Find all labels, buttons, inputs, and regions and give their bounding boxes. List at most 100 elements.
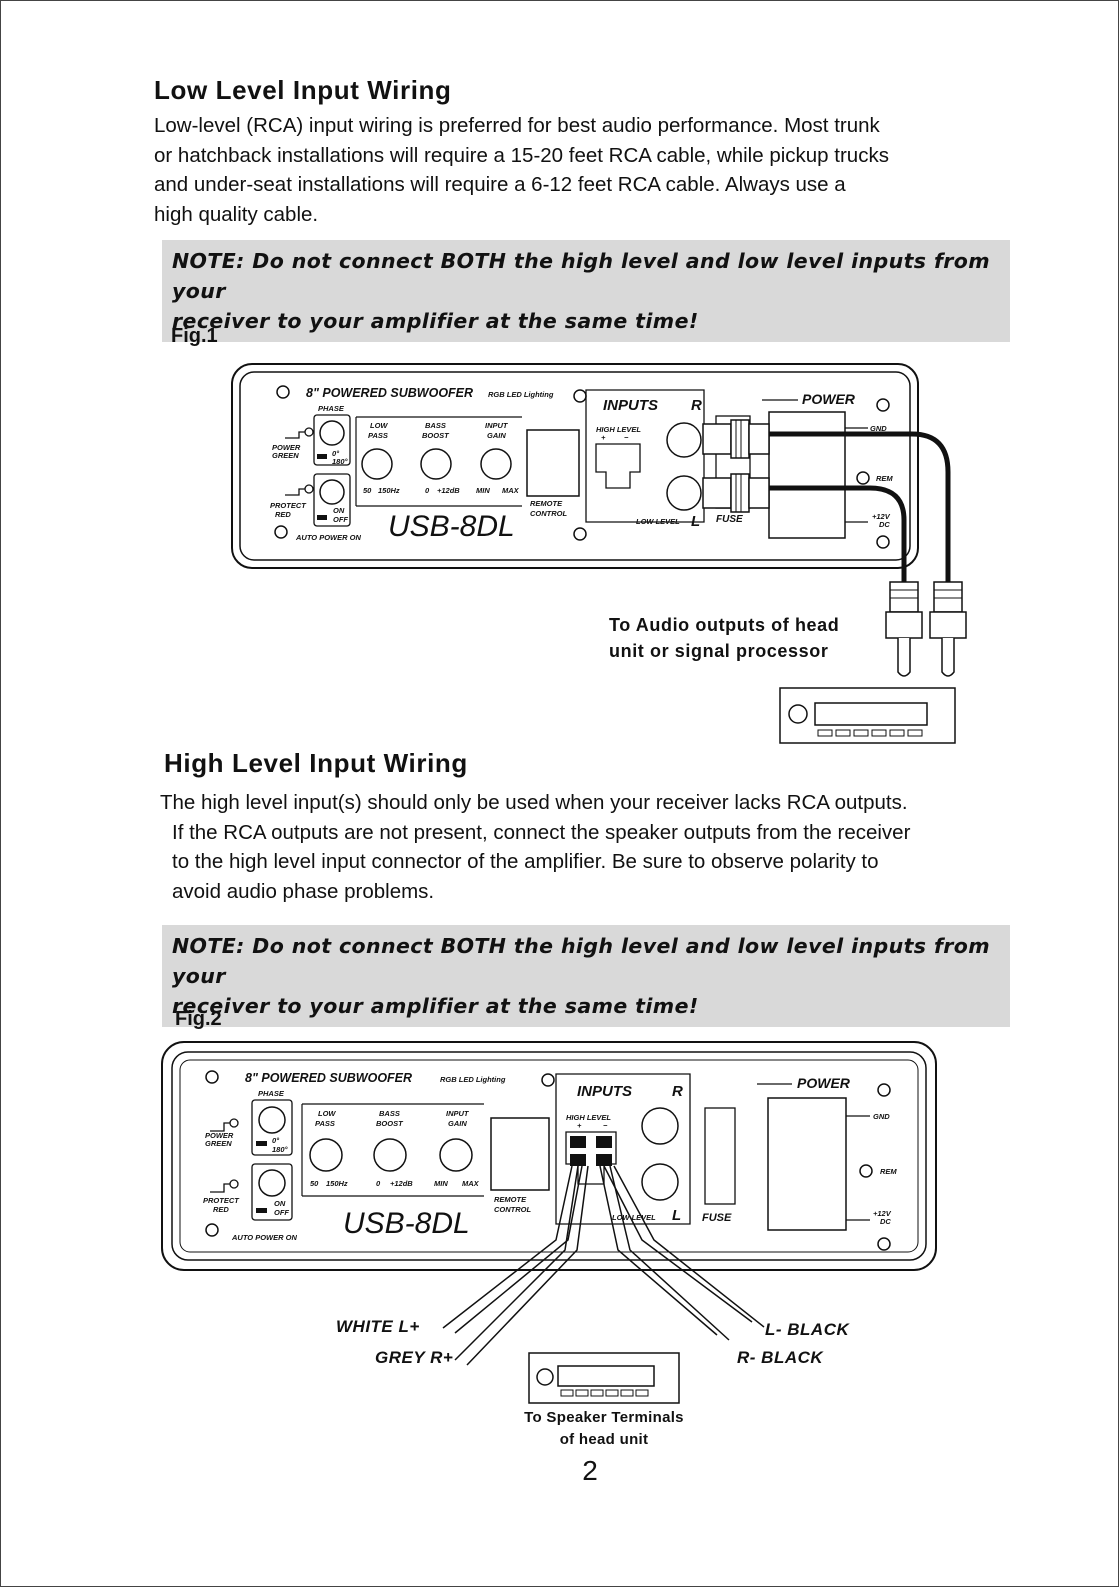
svg-text:HIGH LEVEL: HIGH LEVEL [566,1113,611,1122]
low-level-paragraph: Low-level (RCA) input wiring is preferre… [154,111,1054,229]
screw-hole-icon [274,525,288,539]
fig2-caption-line: To Speaker Terminals [524,1409,684,1426]
fig2-high-level-wiring-diagram: 8" POWERED SUBWOOFER RGB LED Lighting PH… [161,1041,937,1448]
rca-jack-left-icon [641,1163,679,1201]
remote-port-icon [526,429,580,497]
svg-text:0°: 0° [332,449,340,458]
svg-text:RED: RED [275,510,291,519]
section-title-high-level: High Level Input Wiring [164,748,468,778]
fuse-icon [704,1107,736,1205]
svg-text:GAIN: GAIN [487,431,506,440]
high-level-paragraph: The high level input(s) should only be u… [160,788,1080,906]
head-unit-icon [528,1352,680,1404]
svg-text:ON: ON [333,506,345,515]
note-line: NOTE: Do not connect BOTH the high level… [172,249,991,303]
model-name: USB-8DL [388,510,515,543]
power-terminal-icon [768,411,846,539]
svg-text:GREEN: GREEN [205,1139,232,1148]
paragraph-line: to the high level input connector of the… [172,850,879,873]
svg-text:0: 0 [376,1179,381,1188]
screw-hole-icon [541,1073,555,1087]
section-title-low-level: Low Level Input Wiring [154,75,452,105]
paragraph-line: The high level input(s) should only be u… [160,791,908,814]
paragraph-line: high quality cable. [154,202,319,226]
inputs-label: INPUTS [577,1083,632,1100]
svg-text:PASS: PASS [315,1119,335,1128]
phase-switch-icon [258,1106,286,1134]
svg-text:MAX: MAX [502,486,520,495]
paragraph-line: avoid audio phase problems. [172,879,435,903]
bass-boost-knob-icon [373,1138,407,1172]
svg-text:L: L [691,513,700,530]
svg-text:+12dB: +12dB [437,486,460,495]
svg-text:BOOST: BOOST [376,1119,404,1128]
svg-text:GND: GND [870,424,887,433]
speaker-wires [442,1165,765,1366]
warning-note: NOTE: Do not connect BOTH the high level… [162,240,1010,342]
svg-text:PROTECT: PROTECT [270,501,307,510]
svg-text:LOW: LOW [370,421,388,430]
svg-text:MIN: MIN [476,486,490,495]
rca-cable-assembly [702,419,967,677]
svg-text:REM: REM [876,474,893,483]
svg-text:+: + [601,433,606,442]
input-gain-knob-icon [439,1138,473,1172]
bass-boost-knob-icon [420,448,452,480]
screw-hole-icon [876,398,890,412]
figure-label: Fig.1 [171,325,218,347]
svg-text:50: 50 [363,486,372,495]
fig1-rca-wiring-diagram: 8" POWERED SUBWOOFER RGB LED Lighting PH… [231,363,967,744]
wire-label-white: WHITE L+ [336,1317,420,1336]
head-unit-icon [779,687,956,744]
screw-hole-icon [877,1083,891,1097]
screw-hole-icon [276,385,290,399]
svg-text:BASS: BASS [379,1109,400,1118]
svg-text:ON: ON [274,1199,286,1208]
wire-label-grey: GREY R+ [375,1348,453,1367]
svg-text:PROTECT: PROTECT [203,1196,240,1205]
paragraph-line: or hatchback installations will require … [154,143,889,167]
svg-text:RED: RED [213,1205,229,1214]
svg-text:DC: DC [879,520,890,529]
note-line: NOTE: Do not connect BOTH the high level… [172,934,991,988]
svg-text:FUSE: FUSE [702,1212,732,1224]
low-pass-knob-icon [309,1138,343,1172]
svg-text:GREEN: GREEN [272,451,299,460]
svg-text:REMOTE: REMOTE [530,499,563,508]
svg-text:L: L [672,1207,681,1224]
panel-title: 8" POWERED SUBWOOFER [245,1071,412,1085]
wire-label-r-black: R- BLACK [737,1348,824,1367]
svg-text:OFF: OFF [274,1208,289,1217]
phase-switch-icon [319,420,345,446]
svg-text:50: 50 [310,1179,319,1188]
fig1-caption-line: To Audio outputs of head [609,615,839,635]
phase-label: PHASE [258,1089,285,1098]
figure-label: Fig.2 [175,1008,222,1030]
svg-text:PASS: PASS [368,431,388,440]
svg-text:LOW: LOW [318,1109,336,1118]
svg-text:150Hz: 150Hz [326,1179,348,1188]
power-terminal-icon [767,1097,847,1231]
led-icon [304,427,314,437]
amplifier-panel: 8" POWERED SUBWOOFER RGB LED Lighting PH… [231,363,919,569]
rgb-label: RGB LED Lighting [488,390,554,399]
svg-text:FUSE: FUSE [716,514,743,525]
svg-text:180°: 180° [332,457,349,466]
svg-text:INPUT: INPUT [446,1109,470,1118]
svg-text:+: + [577,1121,582,1130]
led-icon [229,1118,239,1128]
auto-power-switch-icon [258,1169,286,1197]
svg-text:150Hz: 150Hz [378,486,400,495]
rca-jack-right-icon [641,1107,679,1145]
svg-text:0: 0 [425,486,430,495]
svg-text:OFF: OFF [333,515,348,524]
svg-text:LOW LEVEL: LOW LEVEL [612,1213,656,1222]
svg-text:INPUT: INPUT [485,421,509,430]
svg-text:MAX: MAX [462,1179,480,1188]
svg-text:POWER: POWER [205,1131,234,1140]
svg-text:BOOST: BOOST [422,431,450,440]
svg-text:GAIN: GAIN [448,1119,467,1128]
svg-text:+12V: +12V [872,512,891,521]
model-name: USB-8DL [343,1207,470,1240]
led-icon [229,1179,239,1189]
